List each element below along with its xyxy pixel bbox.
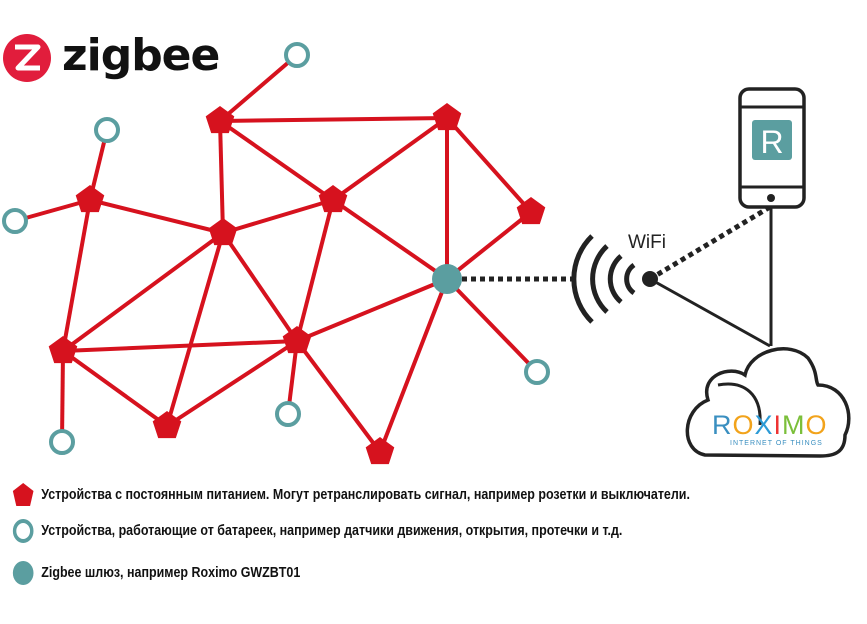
mains-device-node: [365, 437, 395, 465]
zigbee-link: [295, 199, 335, 342]
teal-dot-icon: [12, 561, 34, 585]
battery-device-node: [49, 429, 75, 455]
zigbee-link: [62, 339, 298, 353]
roximo-letter: I: [773, 410, 783, 440]
zigbee-link: [296, 277, 448, 343]
zigbee-link: [219, 116, 448, 123]
teal-ring-icon: [12, 519, 34, 543]
zigbee-link: [222, 198, 334, 235]
wifi-to-phone-link: [648, 204, 772, 282]
zigbee-link: [61, 199, 92, 352]
zigbee-link: [331, 198, 449, 281]
zigbee-link: [445, 277, 539, 374]
zigbee-link: [165, 339, 299, 428]
zigbee-link: [378, 278, 449, 453]
battery-device-node: [524, 359, 550, 385]
red-pentagon-icon: [12, 483, 34, 506]
zigbee-link: [445, 210, 533, 281]
zigbee-link: [89, 198, 224, 235]
battery-device-node: [2, 208, 28, 234]
zigbee-link: [60, 350, 65, 443]
zigbee-link: [445, 116, 533, 214]
zigbee-logo-icon: [3, 34, 51, 82]
zigbee-logo-text: zigbee: [62, 30, 220, 81]
wifi-label: WiFi: [628, 232, 666, 253]
mains-device-node: [152, 411, 182, 439]
gateway-node: [432, 264, 462, 294]
zigbee-link: [331, 116, 449, 202]
smartphone-icon: R: [738, 87, 806, 209]
mains-device-node: [48, 336, 78, 364]
zigbee-link: [218, 119, 335, 202]
zigbee-link: [221, 231, 299, 343]
roximo-letter: O: [732, 410, 755, 440]
zigbee-link: [218, 120, 225, 234]
mains-device-node: [432, 103, 462, 131]
legend-text: Устройства с постоянным питанием. Могут …: [41, 487, 690, 503]
roximo-letter: X: [754, 410, 774, 440]
roximo-letter: O: [805, 410, 828, 440]
legend-text: Zigbee шлюз, например Roximo GWZBT01: [41, 565, 301, 581]
wifi-to-cloud-link: [649, 277, 771, 348]
zigbee-link: [295, 339, 382, 454]
battery-device-node: [284, 42, 310, 68]
mains-device-node: [318, 185, 348, 213]
roximo-letter: R: [712, 410, 733, 440]
roximo-letter: M: [782, 410, 806, 440]
cloud-icon: [685, 347, 851, 458]
mains-device-node: [205, 106, 235, 134]
mains-device-node: [282, 326, 312, 354]
roximo-subtitle: INTERNET OF THINGS: [730, 440, 823, 447]
legend-item-gateway: Zigbee шлюз, например Roximo GWZBT01: [12, 560, 300, 586]
roximo-app-icon: [752, 120, 792, 160]
zigbee-link: [61, 349, 169, 428]
svg-text:R: R: [760, 124, 783, 160]
mains-device-node: [208, 218, 238, 246]
battery-device-node: [275, 401, 301, 427]
battery-device-node: [94, 117, 120, 143]
mains-device-node: [75, 185, 105, 213]
zigbee-link: [218, 53, 299, 123]
legend-item-mains: Устройства с постоянным питанием. Могут …: [12, 482, 690, 508]
legend-text: Устройства, работающие от батареек, напр…: [41, 523, 623, 539]
roximo-logo: ROXIMO: [712, 410, 828, 441]
zigbee-link: [165, 232, 225, 427]
mains-device-node: [516, 197, 546, 225]
legend-item-battery: Устройства, работающие от батареек, напр…: [12, 518, 622, 544]
zigbee-link: [61, 231, 225, 353]
